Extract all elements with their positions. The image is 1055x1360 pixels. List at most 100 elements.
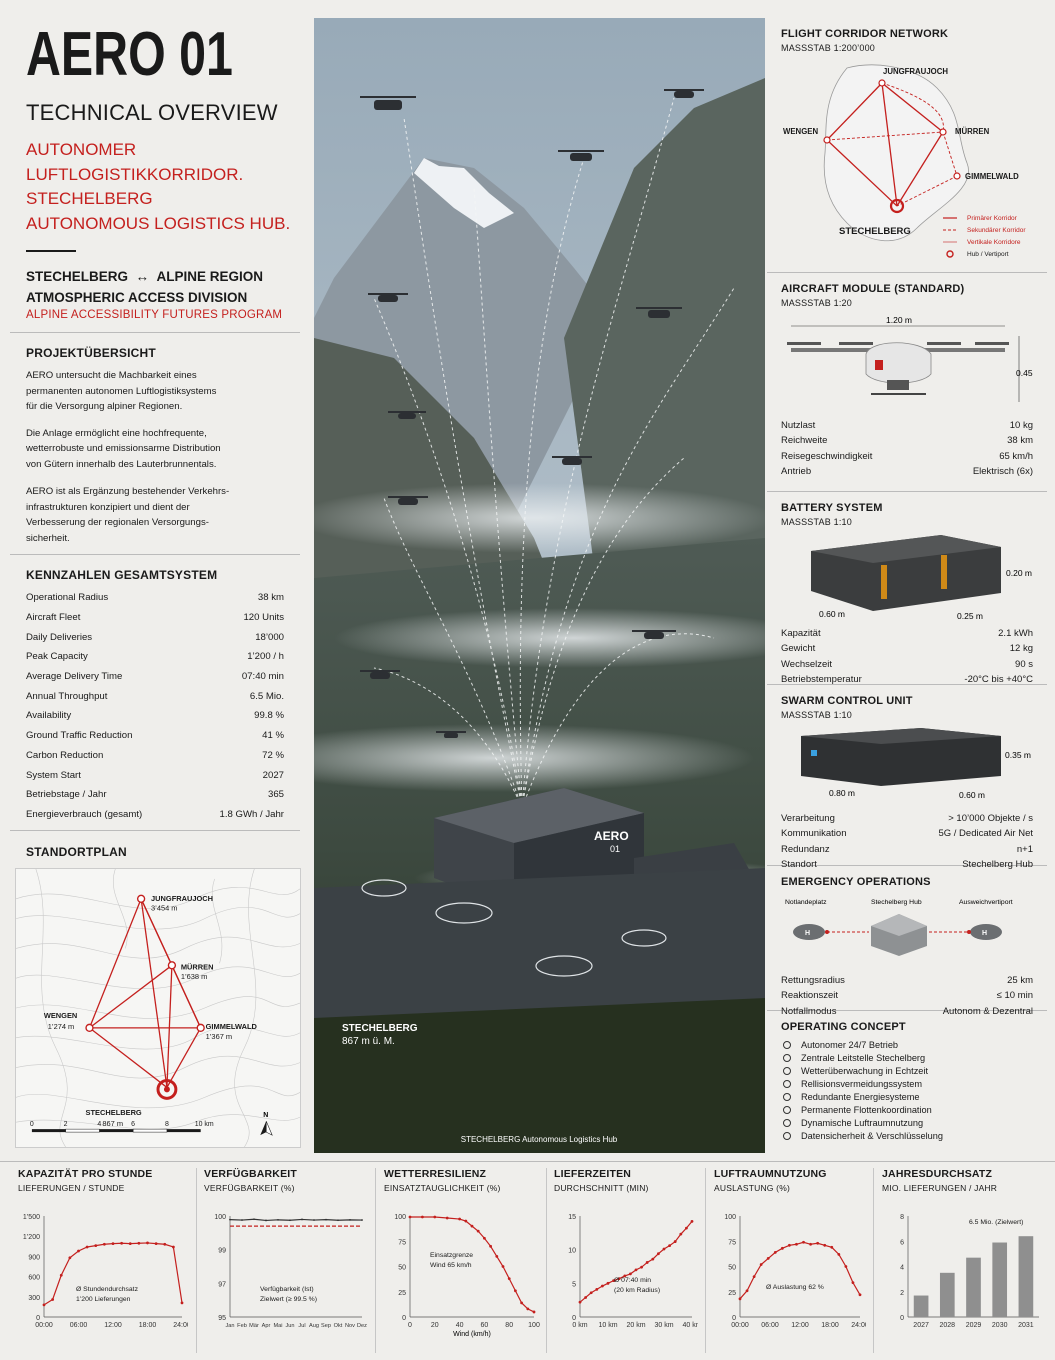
concept-bullet-icon <box>783 1053 791 1062</box>
chart-title: WETTERRESILIENZ <box>384 1168 487 1180</box>
data-point <box>458 1217 461 1221</box>
data-point <box>464 1219 468 1223</box>
data-point <box>433 1215 437 1219</box>
spec-label: Wechselzeit <box>781 658 833 670</box>
corridor-label: STECHELBERG <box>839 226 911 237</box>
data-point <box>514 1289 517 1293</box>
chart-title: KAPAZITÄT PRO STUNDE <box>18 1168 153 1180</box>
data-point <box>229 1218 231 1221</box>
node-label: Ausweichvertiport <box>959 899 1013 906</box>
dimension-label: 0.45 m <box>1016 368 1033 378</box>
data-point <box>651 1257 655 1261</box>
legend-hub-icon <box>946 250 954 258</box>
corridor-lines <box>88 898 202 1088</box>
y-tick-label: 10 <box>568 1248 576 1255</box>
dimension-label: 0.60 m <box>819 609 845 619</box>
spec-label: Ground Traffic Reduction <box>26 730 133 742</box>
y-tick-label: 15 <box>568 1214 576 1221</box>
spec-value: 120 Units <box>243 612 284 624</box>
spec-label: System Start <box>26 769 81 781</box>
tagline-line: STECHELBERG <box>26 189 153 208</box>
spec-label: Reichweite <box>781 435 828 447</box>
concept-label: Redundante Energiesysteme <box>801 1091 920 1102</box>
data-point <box>146 1241 149 1245</box>
kpi-section: KENNZAHLEN GESAMTSYSTEM Operational Radi… <box>10 555 284 824</box>
kpi-heading: KENNZAHLEN GESAMTSYSTEM <box>26 568 218 582</box>
data-point <box>629 1272 632 1276</box>
x-tick-label: Aug <box>309 1323 319 1329</box>
aircraft-scale: MASSSTAB 1:20 <box>781 298 852 308</box>
x-tick-label: Mär <box>249 1323 259 1329</box>
x-tick-label: 2029 <box>966 1322 982 1329</box>
scale-tick: 8 <box>165 1121 169 1128</box>
bar <box>992 1242 1008 1317</box>
concept-item: Autonomer 24/7 Betrieb <box>781 1038 1033 1051</box>
x-tick-label: 10 km <box>598 1322 617 1329</box>
overview-paragraph: AERO untersucht die Machbarkeit eines pe… <box>26 368 280 415</box>
spec-label: Antrieb <box>781 466 812 478</box>
divider <box>375 1168 376 1353</box>
x-tick-label: 0 <box>408 1322 412 1329</box>
corridor-map: JUNGFRAUJOCH WENGEN MÜRREN GIMMELWALD ST… <box>783 64 1026 258</box>
concept-label: Zentrale Leitstelle Stechelberg <box>801 1052 926 1063</box>
photo-location: STECHELBERG <box>342 1023 418 1034</box>
forest <box>314 998 765 1153</box>
corridor-heading: FLIGHT CORRIDOR NETWORK <box>781 28 949 40</box>
data-point <box>685 1226 688 1230</box>
spec-value: 2.1 kWh <box>998 628 1033 640</box>
legend-label: Hub / Vertiport <box>967 251 1009 258</box>
x-tick-label: 2027 <box>913 1322 929 1329</box>
dimension-label: 0.35 m <box>1005 750 1031 760</box>
y-tick-label: 100 <box>394 1214 406 1221</box>
spec-label: Aircraft Fleet <box>26 612 81 624</box>
bar <box>1018 1236 1034 1317</box>
spec-label: Kommunikation <box>781 828 847 840</box>
chart-subtitle: AUSLASTUNG (%) <box>714 1183 791 1193</box>
overview-heading: PROJEKTÜBERSICHT <box>26 346 156 360</box>
data-point <box>120 1241 124 1245</box>
swarm-section: SWARM CONTROL UNIT MASSSTAB 1:10 0.80 m … <box>767 685 1033 870</box>
spec-value: > 10’000 Objekte / s <box>948 813 1033 825</box>
flight-paths <box>373 97 735 809</box>
data-point <box>507 1277 511 1281</box>
hub-sign: AERO <box>594 829 629 843</box>
overview-section: PROJEKTÜBERSICHT AERO untersucht die Mac… <box>10 333 280 546</box>
divider <box>767 491 1047 492</box>
scale-bar: 0 2 4 6 8 10 km <box>30 1121 214 1133</box>
y-tick-label: 75 <box>398 1239 406 1246</box>
x-tick-label: 60 <box>481 1322 489 1329</box>
divider <box>705 1168 706 1353</box>
divider <box>0 1161 1055 1162</box>
data-point <box>584 1296 587 1299</box>
data-point <box>94 1244 98 1248</box>
scale-tick: 0 <box>30 1121 34 1128</box>
divider <box>767 272 1047 273</box>
x-tick-label: Jul <box>298 1323 305 1329</box>
overview-paragraph: Die Anlage ermöglicht eine hochfrequente… <box>26 426 280 473</box>
spec-label: Daily Deliveries <box>26 631 93 643</box>
data-point <box>837 1252 841 1256</box>
spec-value: 1’200 / h <box>247 651 284 663</box>
y-tick-label: 50 <box>728 1265 736 1272</box>
data-point <box>301 1218 303 1221</box>
y-tick-label: 300 <box>28 1295 40 1302</box>
x-tick-label: 24:00 <box>851 1322 866 1329</box>
data-point <box>111 1242 115 1246</box>
data-point <box>526 1307 530 1311</box>
series-line <box>739 1241 861 1300</box>
valley-outline <box>823 64 969 242</box>
title-divider <box>26 250 76 252</box>
divider <box>196 1168 197 1353</box>
concept-label: Dynamische Luftraumnutzung <box>801 1118 924 1129</box>
y-tick-label: 100 <box>214 1214 226 1221</box>
spec-label: Reaktionszeit <box>781 990 839 1002</box>
data-point <box>795 1242 798 1246</box>
data-point <box>690 1219 694 1223</box>
drone-icon <box>436 731 466 738</box>
concept-item: Dynamische Luftraumnutzung <box>781 1117 1033 1130</box>
data-point <box>759 1263 763 1266</box>
